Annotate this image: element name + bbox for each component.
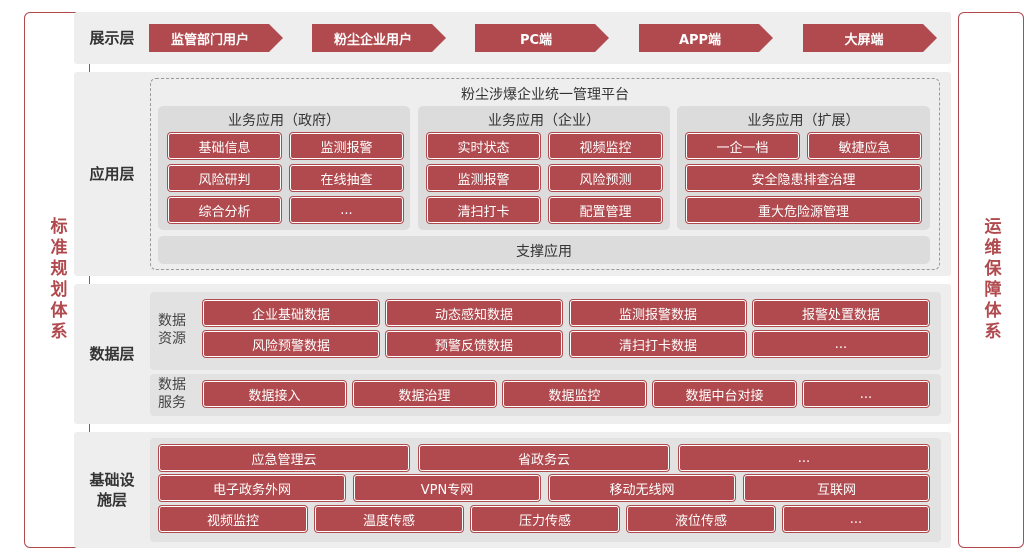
infra-row1-more: ... — [679, 445, 929, 471]
gov-app-more: ... — [290, 197, 403, 223]
service-data-governance: 数据治理 — [353, 381, 496, 407]
infra-internet: 互联网 — [744, 475, 929, 501]
ent-app-cleaning-checkin: 清扫打卡 — [427, 197, 540, 223]
ext-apps-title: 业务应用（扩展） — [747, 113, 860, 129]
ent-app-monitor-alarm: 监测报警 — [427, 165, 540, 191]
resource-enterprise-basic-data: 企业基础数据 — [203, 300, 379, 326]
infra-gov-cloud: 省政务云 — [419, 445, 669, 471]
infra-video-monitor: 视频监控 — [159, 506, 307, 532]
resource-alarm-handling-data: 报警处置数据 — [753, 300, 929, 326]
ent-app-risk-forecast: 风险预测 — [549, 165, 662, 191]
resource-dynamic-sensing-data: 动态感知数据 — [386, 300, 562, 326]
standards-system-label: 标准规划体系 — [46, 217, 67, 343]
data-layer-label: 数据层 — [89, 345, 135, 363]
data-layer: 数据层 数据资源 企业基础数据 动态感知数据 监测报警数据 报警处置数据 风险预… — [74, 284, 951, 424]
ops-support-system-label: 运维保障体系 — [980, 217, 1001, 343]
infrastructure-layer-label-text: 基础设施层 — [89, 471, 135, 509]
resource-risk-warning-data: 风险预警数据 — [203, 331, 379, 357]
data-resources-label: 数据资源 — [158, 313, 186, 347]
gov-app-comprehensive-analysis: 综合分析 — [168, 197, 281, 223]
infra-temperature-sensor: 温度传感 — [315, 506, 463, 532]
ops-support-system-panel: 运维保障体系 — [958, 12, 1024, 548]
platform-frame — [150, 78, 940, 270]
data-services-label: 数据服务 — [158, 377, 186, 411]
service-data-ingestion: 数据接入 — [203, 381, 346, 407]
application-layer-label: 应用层 — [89, 165, 135, 183]
infra-pressure-sensor: 压力传感 — [471, 506, 619, 532]
ent-app-video-monitor: 视频监控 — [549, 133, 662, 159]
resource-warning-feedback-data: 预警反馈数据 — [386, 331, 562, 357]
ent-app-realtime-status: 实时状态 — [427, 133, 540, 159]
display-layer: 展示层 监管部门用户 粉尘企业用户 PC端 APP端 大屏端 — [74, 12, 951, 64]
gov-app-risk-analysis: 风险研判 — [168, 165, 281, 191]
gov-app-monitor-alarm: 监测报警 — [290, 133, 403, 159]
support-apps-label: 支撑应用 — [516, 244, 572, 260]
service-data-middle-platform: 数据中台对接 — [653, 381, 796, 407]
infra-level-sensor: 液位传感 — [627, 506, 775, 532]
ext-app-hazard-investigation: 安全隐患排查治理 — [686, 165, 921, 191]
ext-app-enterprise-file: 一企一档 — [686, 133, 799, 159]
display-item-app: APP端 — [639, 24, 773, 52]
support-apps-bar: 支撑应用 — [158, 236, 930, 264]
infra-row3-more: ... — [783, 506, 929, 532]
gov-app-online-inspection: 在线抽查 — [290, 165, 403, 191]
display-item-regulator-users: 监管部门用户 — [149, 24, 283, 52]
ent-app-config-management: 配置管理 — [549, 197, 662, 223]
display-item-big-screen: 大屏端 — [803, 24, 937, 52]
service-data-monitoring: 数据监控 — [503, 381, 646, 407]
infrastructure-layer: 基础设施层 应急管理云 省政务云 ... 电子政务外网 VPN专网 移动无线网 … — [74, 432, 951, 548]
resource-more: ... — [753, 331, 929, 357]
display-layer-label: 展示层 — [89, 29, 135, 47]
infra-vpn: VPN专网 — [354, 475, 540, 501]
resource-monitor-alarm-data: 监测报警数据 — [570, 300, 746, 326]
resource-cleaning-checkin-data: 清扫打卡数据 — [570, 331, 746, 357]
ent-apps-title: 业务应用（企业） — [488, 113, 600, 129]
gov-app-basic-info: 基础信息 — [168, 133, 281, 159]
infra-egov-extranet: 电子政务外网 — [159, 475, 345, 501]
infra-emergency-cloud: 应急管理云 — [159, 445, 409, 471]
infrastructure-layer-label: 基础设施层 — [74, 432, 150, 548]
service-more: ... — [803, 381, 929, 407]
display-item-pc: PC端 — [475, 24, 609, 52]
application-layer: 应用层 粉尘涉爆企业统一管理平台 业务应用（政府） 基础信息 监测报警 风险研判… — [74, 72, 951, 276]
platform-title: 粉尘涉爆企业统一管理平台 — [461, 87, 629, 103]
gov-apps-title: 业务应用（政府） — [228, 113, 340, 129]
display-item-enterprise-users: 粉尘企业用户 — [312, 24, 446, 52]
infra-mobile-wireless: 移动无线网 — [549, 475, 735, 501]
ext-app-agile-emergency: 敏捷应急 — [808, 133, 921, 159]
ext-app-major-hazard-management: 重大危险源管理 — [686, 197, 921, 223]
